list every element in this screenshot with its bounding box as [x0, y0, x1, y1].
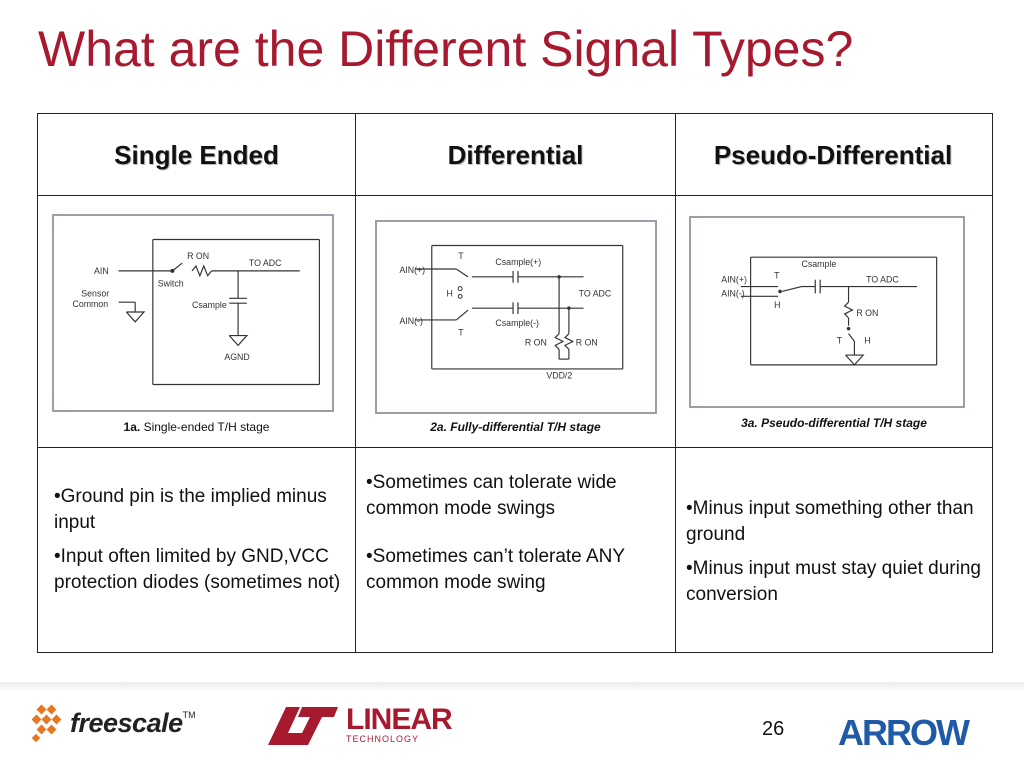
slide-title: What are the Different Signal Types?: [38, 21, 854, 77]
ainm-label: AIN(-): [399, 316, 423, 326]
caption-differential: 2a. Fully-differential T/H stage: [430, 420, 601, 434]
vdd-label: VDD/2: [546, 371, 572, 381]
csample-plus-label: Csample(+): [495, 257, 541, 267]
to-adc-label: TO ADC: [249, 258, 282, 268]
caption-pseudo-differential: 3a. Pseudo-differential T/H stage: [741, 416, 927, 430]
header-single-ended: Single Ended: [114, 139, 279, 170]
bullet-item: •Sometimes can tolerate wide common mode…: [366, 472, 617, 519]
bullets-differential: •Sometimes can tolerate wide common mode…: [366, 470, 671, 604]
bullet-item: •Minus input must stay quiet during conv…: [686, 558, 981, 605]
switch-contact-icon: [170, 268, 175, 273]
switch-contact-icon: [846, 326, 851, 331]
bullet-item: •Sometimes can’t tolerate ANY common mod…: [366, 546, 625, 593]
to-adc-label: TO ADC: [866, 275, 899, 285]
arrow-wordmark: ARROW: [838, 712, 970, 753]
bullet-item: •Input often limited by GND,VCC protecti…: [54, 546, 341, 593]
h-label: H: [774, 300, 780, 310]
technology-wordmark: TECHNOLOGY: [346, 734, 420, 744]
bullet-item: •Minus input something other than ground: [686, 498, 974, 545]
h-label: H: [446, 288, 452, 298]
row-divider: [38, 447, 992, 448]
agnd-label: AGND: [224, 352, 249, 362]
linear-technology-logo: LINEAR TECHNOLOGY: [266, 703, 453, 747]
ainm-label: AIN(-): [721, 288, 745, 298]
ron-label-2: R ON: [576, 337, 598, 347]
page-number: 26: [762, 718, 785, 740]
h-label-2: H: [864, 335, 870, 345]
switch-contact-icon: [457, 293, 463, 299]
column-divider: [355, 114, 356, 652]
header-pseudo-differential: Pseudo-Differential: [713, 139, 953, 170]
ron-label: R ON: [525, 337, 547, 347]
switch-contact-icon: [457, 286, 463, 292]
ron-label: R ON: [187, 251, 209, 261]
pseudo-differential-diagram: Csample AIN(+) AIN(-) T H TO ADC R ON T …: [689, 216, 965, 408]
to-adc-label: TO ADC: [579, 288, 612, 298]
column-divider: [675, 114, 676, 652]
bullets-single-ended: •Ground pin is the implied minus input •…: [54, 484, 350, 604]
common-label: Common: [72, 299, 108, 309]
trademark-mark: TM: [182, 710, 196, 720]
bullets-pseudo-differential: •Minus input something other than ground…: [686, 496, 986, 616]
differential-diagram: AIN(+) AIN(-) T H T Csample(+) Csample(-…: [375, 220, 657, 414]
header-differential: Differential: [447, 139, 584, 170]
t-label-2: T: [837, 335, 843, 345]
arrow-logo: ARROW: [838, 712, 970, 754]
footer-divider: [0, 682, 1024, 692]
ain-label: AIN: [94, 266, 109, 276]
switch-label: Switch: [158, 279, 184, 289]
csample-label: Csample: [192, 300, 227, 310]
t-label: T: [774, 271, 780, 281]
signal-types-table: Single Ended Differential Pseudo-Differe…: [37, 113, 993, 653]
freescale-logo: freescale TM: [32, 704, 196, 742]
t-label-2: T: [458, 328, 464, 338]
linear-wordmark: LINEAR: [346, 703, 453, 736]
ainp-label: AIN(+): [721, 275, 747, 285]
freescale-wordmark: freescale: [70, 707, 183, 738]
switch-contact-icon: [778, 289, 782, 294]
linear-lt-mark-icon: [268, 707, 338, 745]
caption-single-ended: 1a. Single-ended T/H stage: [123, 420, 270, 434]
ron-label: R ON: [856, 308, 878, 318]
row-divider: [38, 195, 992, 196]
ainp-label: AIN(+): [399, 265, 425, 275]
single-ended-diagram: AIN R ON TO ADC Sensor Common Switch Csa…: [52, 214, 334, 412]
sensor-label: Sensor: [81, 288, 109, 298]
t-label: T: [458, 251, 464, 261]
freescale-mark-icon: [32, 704, 62, 742]
junction-dot-icon: [557, 275, 561, 279]
junction-dot-icon: [567, 306, 571, 310]
csample-label: Csample: [802, 259, 837, 269]
csample-minus-label: Csample(-): [495, 318, 539, 328]
bullet-item: •Ground pin is the implied minus input: [54, 486, 327, 533]
